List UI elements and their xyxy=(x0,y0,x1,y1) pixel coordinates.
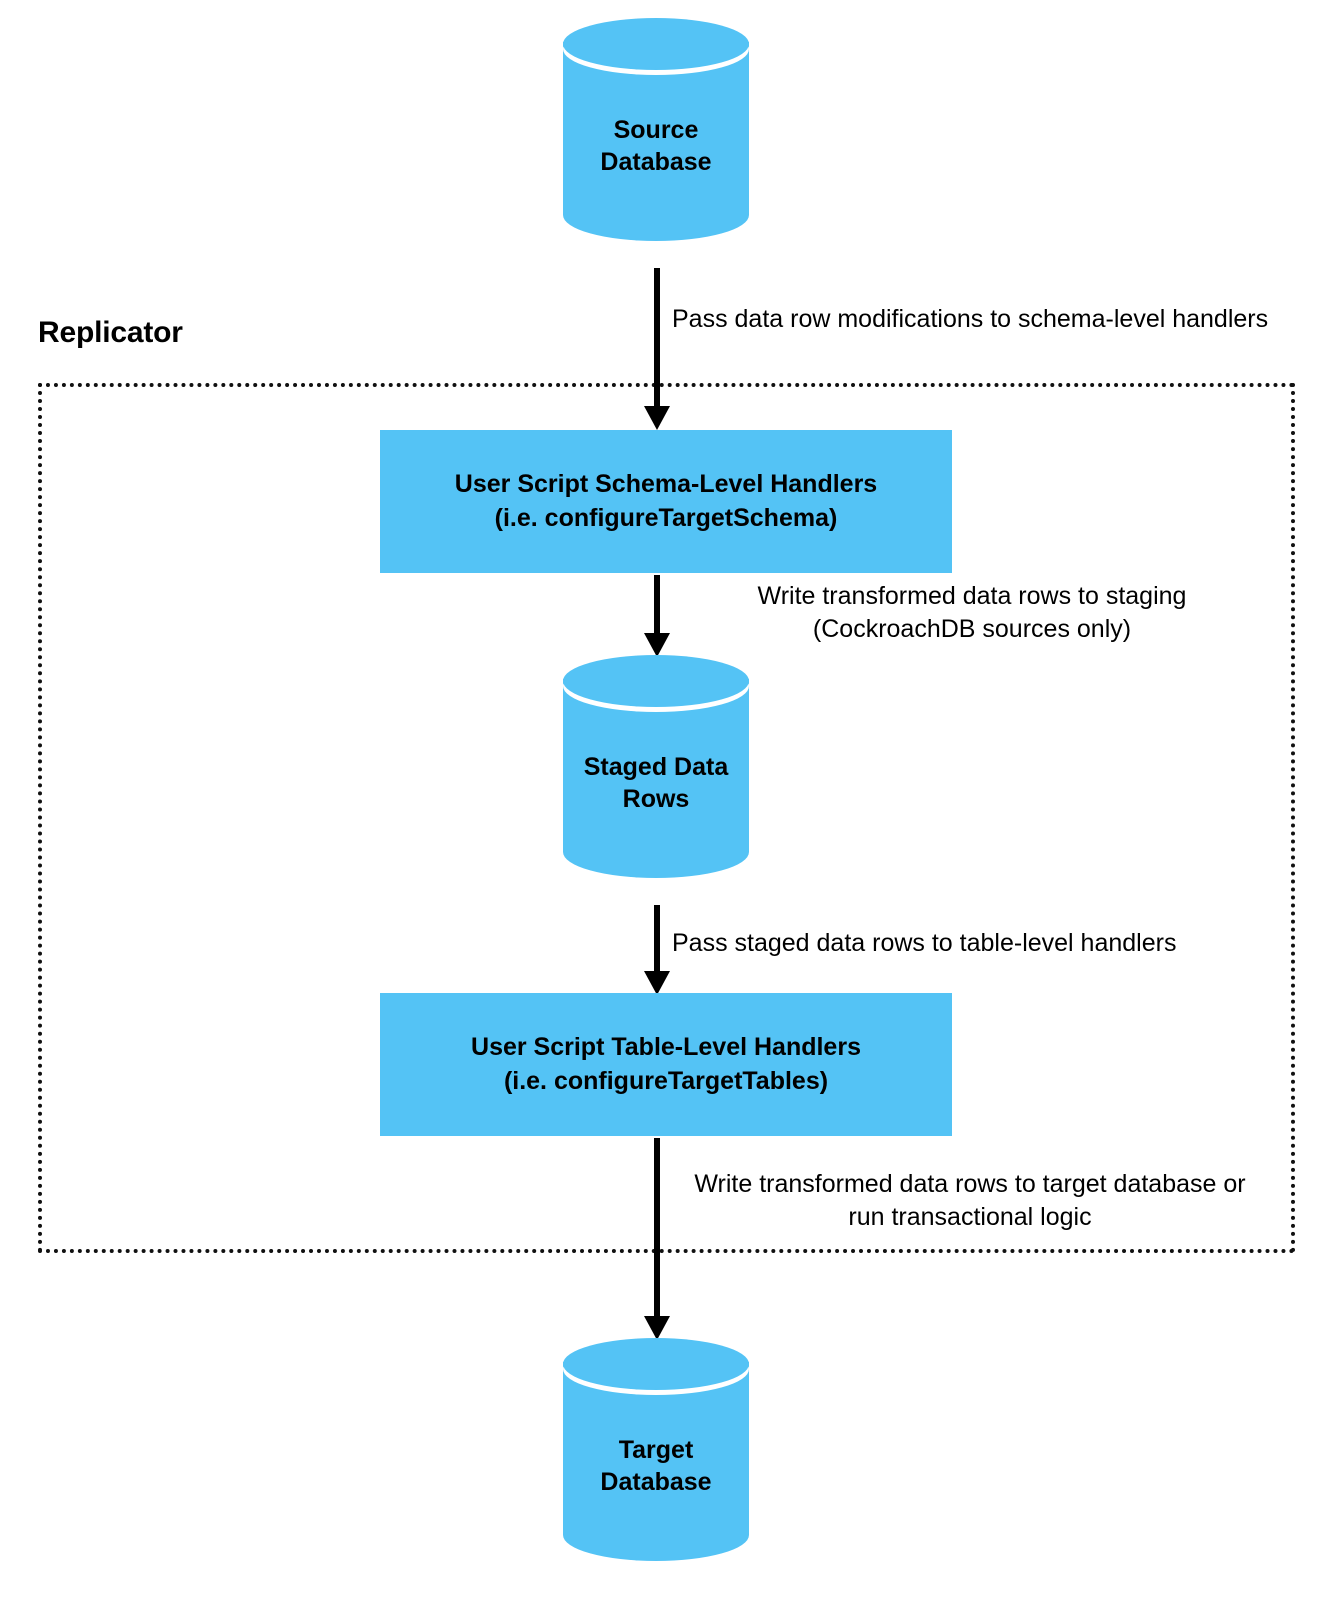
replicator-group-label: Replicator xyxy=(38,316,183,349)
edge-label-table-to-target: Write transformed data rows to target da… xyxy=(694,1170,1246,1231)
cylinder-top-ellipse xyxy=(563,1338,749,1390)
arrow-shaft xyxy=(654,268,660,406)
arrow-head xyxy=(644,633,670,657)
node-label-staged-data-rows: Staged Data Rows xyxy=(583,753,729,813)
node-staged-data-rows: Staged Data Rows xyxy=(563,655,749,903)
arrow-head xyxy=(644,1316,670,1340)
arrow-staged-to-table xyxy=(644,905,670,995)
cylinder-top-ellipse xyxy=(563,655,749,707)
cylinder-body xyxy=(563,42,749,241)
node-label-source-database: Source Database xyxy=(600,116,712,176)
cylinder-body xyxy=(563,679,749,878)
arrow-table-to-target xyxy=(644,1138,670,1340)
arrow-head xyxy=(644,406,670,430)
arrow-shaft xyxy=(654,575,660,633)
node-table-level-handlers: User Script Table-Level Handlers (i.e. c… xyxy=(380,993,952,1136)
cylinder-top-ellipse xyxy=(563,18,749,70)
cylinder-body xyxy=(563,1362,749,1561)
arrow-shaft xyxy=(654,1138,660,1316)
edge-label-schema-to-staged: Write transformed data rows to staging (… xyxy=(757,582,1187,643)
replicator-group-boundary xyxy=(38,383,1295,1253)
node-target-database: Target Database xyxy=(563,1338,749,1586)
edge-label-staged-to-table: Pass staged data rows to table-level han… xyxy=(672,929,1177,957)
arrow-source-to-schema xyxy=(644,268,670,430)
node-schema-level-handlers: User Script Schema-Level Handlers (i.e. … xyxy=(380,430,952,573)
node-source-database: Source Database xyxy=(563,18,749,266)
arrow-head xyxy=(644,971,670,995)
arrow-shaft xyxy=(654,905,660,971)
edge-label-source-to-schema: Pass data row modifications to schema-le… xyxy=(672,305,1269,333)
arrow-schema-to-staged xyxy=(644,575,670,657)
node-label-target-database: Target Database xyxy=(600,1436,712,1496)
